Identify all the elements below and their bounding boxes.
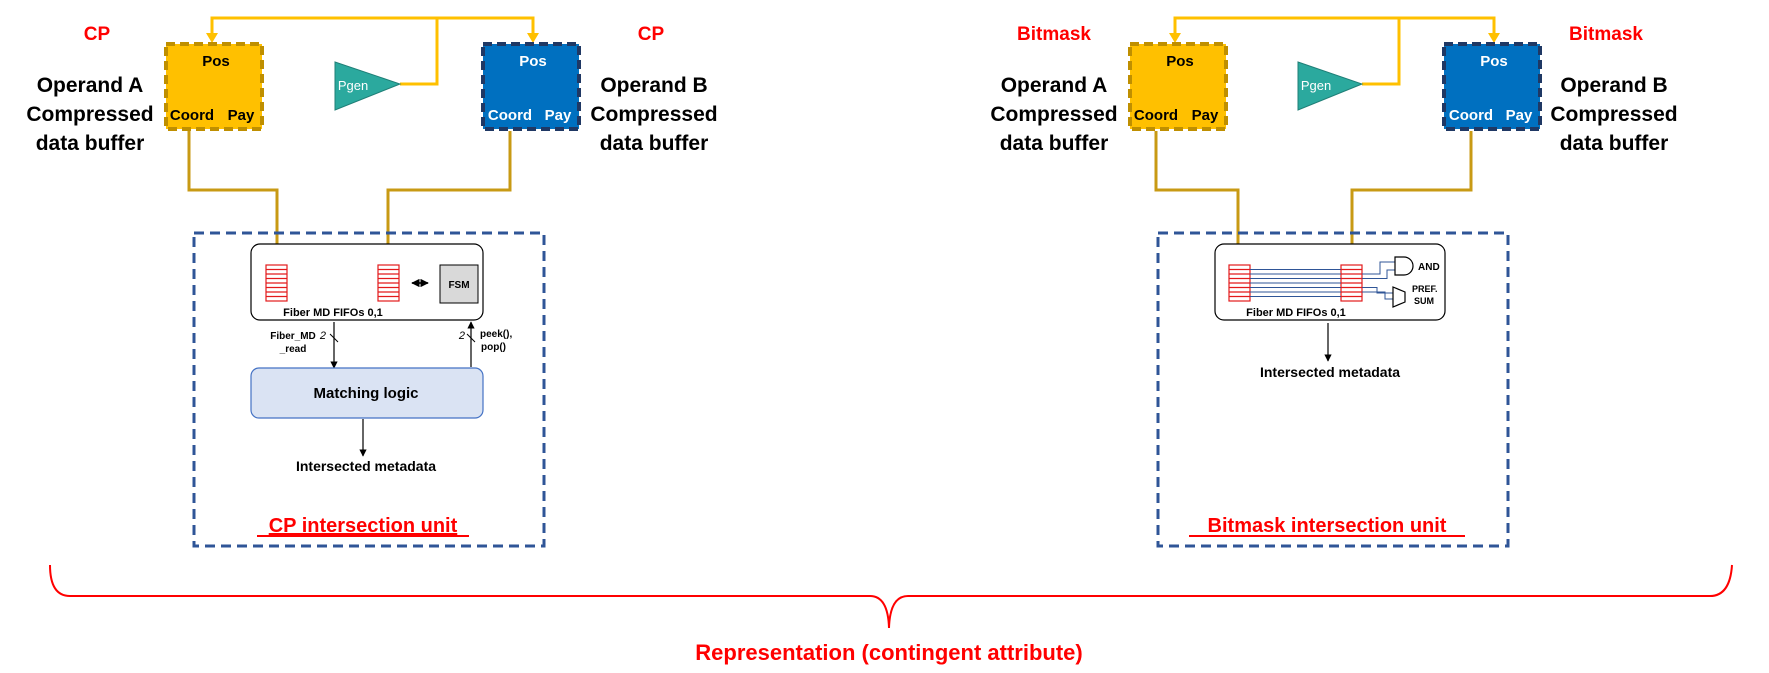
bitmask-lines [1250,261,1395,300]
svg-text:data buffer: data buffer [1560,132,1669,155]
coord-label: Coord [488,107,532,124]
read-signal-label: _read [279,344,307,355]
prefix-sum-block: PREF. SUM [1392,284,1438,308]
svg-text:Operand B: Operand B [1560,74,1667,97]
unit-title: CP intersection unit [269,515,458,537]
output-label: Intersected metadata [296,458,436,474]
fifo-container [1214,243,1446,321]
pgen-feedback-wire [1173,16,1496,86]
unit-title: Bitmask intersection unit [1208,515,1447,537]
bitmask-panel: Bitmask Bitmask Pos Coord Pay Operand A … [990,16,1678,548]
pgen-label: Pgen [338,78,368,93]
pgen-block: Pgen [334,61,402,111]
ctrl-signal-label: peek(), [480,329,512,340]
fifo-1 [377,264,400,302]
fsm-label: FSM [448,280,469,291]
footer-label: Representation (contingent attribute) [695,640,1082,665]
svg-text:data buffer: data buffer [1000,132,1109,155]
and-gate: AND [1394,256,1440,276]
coord-label: Coord [1134,107,1178,124]
operand-b-wire [1344,131,1473,265]
svg-text:Operand A: Operand A [37,74,144,97]
svg-text:data buffer: data buffer [600,132,709,155]
svg-text:Operand B: Operand B [600,74,707,97]
ctrl-signal-label: pop() [481,342,506,353]
fifo-label: Fiber MD FIFOs 0,1 [283,307,383,319]
operand-a-wire [1154,131,1246,265]
prefix-sum-label: PREF. [1412,284,1438,294]
pgen-feedback-wire [210,16,535,86]
bitmask-intersection-unit-box [1156,231,1510,548]
pos-label: Pos [202,53,230,70]
and-gate-label: AND [1418,262,1440,273]
read-signal-label: Fiber_MD [270,331,316,342]
pgen-block: Pgen [1297,61,1364,111]
coord-label: Coord [170,107,214,124]
pay-label: Pay [545,107,572,124]
operand-b-buffer: Pos Coord Pay [1442,42,1542,131]
operand-a-caption: Operand A Compressed data buffer [990,74,1117,155]
matching-logic-label: Matching logic [314,385,419,402]
fifo-0 [1228,264,1251,302]
fifo-label: Fiber MD FIFOs 0,1 [1246,307,1346,319]
cp-intersection-unit-box [192,231,546,548]
prefix-sum-label: SUM [1414,296,1434,306]
svg-text:Compressed: Compressed [1550,103,1677,126]
output-label: Intersected metadata [1260,364,1400,380]
svg-text:Compressed: Compressed [26,103,153,126]
format-b-label: CP [638,24,665,45]
operand-a-wire [187,131,285,262]
ctrl-width-label: 2 [458,330,465,342]
operand-b-buffer: Pos Coord Pay [481,42,581,131]
operand-a-buffer: Pos Coord Pay [1128,42,1228,131]
pgen-label: Pgen [1301,78,1331,93]
fifo-0 [265,264,288,302]
fifo-container [250,243,484,321]
coord-label: Coord [1449,107,1493,124]
svg-text:Compressed: Compressed [990,103,1117,126]
operand-b-caption: Operand B Compressed data buffer [1550,74,1677,155]
pay-label: Pay [1506,107,1533,124]
pay-label: Pay [1192,107,1219,124]
pay-label: Pay [228,107,255,124]
read-width-label: 2 [319,330,326,342]
fifo-1 [1340,264,1363,302]
pos-label: Pos [1480,53,1508,70]
svg-text:Operand A: Operand A [1001,74,1108,97]
operand-b-wire [380,131,512,262]
svg-text:Compressed: Compressed [590,103,717,126]
svg-text:data buffer: data buffer [36,132,145,155]
format-a-label: Bitmask [1017,24,1091,45]
matching-logic-block [250,367,484,419]
representation-brace [49,564,1733,629]
pos-label: Pos [1166,53,1194,70]
cp-panel: CP CP Pos Coord Pay Operand A Compressed… [26,16,718,548]
pos-label: Pos [519,53,547,70]
fsm-block [439,264,479,304]
format-a-label: CP [84,24,111,45]
format-b-label: Bitmask [1569,24,1643,45]
operand-a-buffer: Pos Coord Pay [164,42,264,131]
operand-b-caption: Operand B Compressed data buffer [590,74,717,155]
operand-a-caption: Operand A Compressed data buffer [26,74,153,155]
